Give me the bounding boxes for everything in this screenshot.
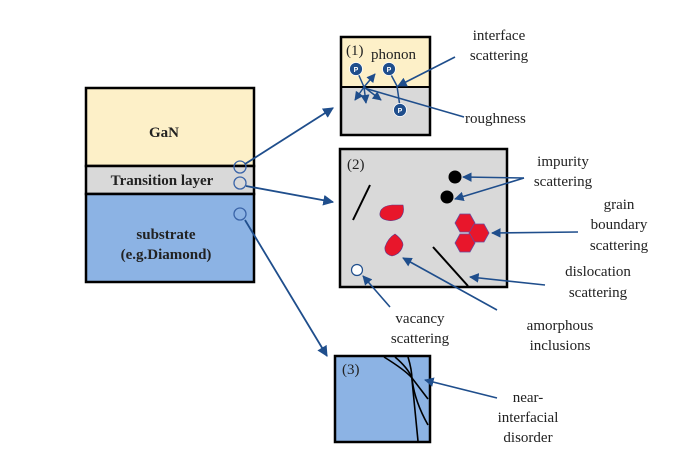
- roughness-label: roughness: [465, 111, 526, 127]
- phonon-letter: P: [354, 67, 359, 74]
- phonon-particle: P: [349, 62, 363, 76]
- transition-marker-circle: [233, 176, 247, 190]
- impurity-pointer: [454, 177, 525, 202]
- phonon-label: phonon: [371, 47, 417, 63]
- dislocation-line: [432, 246, 469, 287]
- arrow-to-panel-2: [245, 185, 335, 206]
- panel-2-number: (2): [347, 157, 365, 173]
- impurity-scattering-label: impurity: [537, 154, 589, 170]
- interface-marker-circle: [233, 160, 247, 174]
- vacancy-scattering-label: vacancy: [395, 311, 445, 327]
- grain-hexagon: [454, 233, 476, 253]
- panel-1-gan-region: [341, 37, 430, 87]
- panel-3-number: (3): [342, 362, 360, 378]
- zoom-arrows: [244, 107, 335, 357]
- phonon-particle: P: [393, 103, 407, 117]
- substrate-marker-circle: [233, 207, 247, 221]
- scatter-ray: [363, 73, 376, 88]
- panel-3-frame: [333, 354, 432, 444]
- substrate-label: substrate: [136, 227, 196, 243]
- panel-1-interface: (1) phonon P P P interface scattering: [339, 28, 529, 137]
- vacancy-scattering-label-2: scattering: [391, 331, 450, 347]
- arrow-to-panel-3: [244, 219, 328, 357]
- scatter-ray: [360, 86, 370, 104]
- roughness-pointer: [363, 87, 465, 118]
- impurity-scattering-label-2: scattering: [534, 174, 593, 190]
- grain-hexagon: [468, 223, 490, 243]
- layer-stack: GaN Transition layer substrate (e.g.Diam…: [84, 86, 256, 284]
- near-interfacial-disorder-pointer: [424, 377, 498, 399]
- gan-layer: [84, 86, 256, 168]
- arrow-to-panel-1: [244, 107, 334, 165]
- dislocation-scattering-label-2: scattering: [569, 285, 628, 301]
- substrate-layer: [84, 192, 256, 284]
- disorder-line: [407, 356, 419, 442]
- grain-cluster: [454, 213, 490, 253]
- grain-boundary-pointer: [491, 228, 579, 238]
- amorphous-inclusions-label: amorphous: [527, 318, 594, 334]
- dislocation-scattering-label: dislocation: [565, 264, 631, 280]
- interface-scattering-pointer: [397, 56, 456, 87]
- grain-boundary-label-3: scattering: [590, 238, 649, 254]
- panel-3-substrate: (3) near- interfacial disorder: [333, 354, 559, 446]
- scatter-ray: [354, 86, 365, 101]
- dislocation-line: [352, 184, 371, 221]
- near-interfacial-disorder-label-2: interfacial: [498, 410, 559, 426]
- impurity-atom: [448, 170, 462, 184]
- panel-1-number: (1): [346, 43, 364, 59]
- phonon-letter: P: [387, 67, 392, 74]
- panel-2-frame: [338, 147, 509, 289]
- vacancy-site: [350, 263, 364, 277]
- transition-label: Transition layer: [111, 173, 214, 189]
- amorphous-inclusions-label-2: inclusions: [530, 338, 591, 354]
- gan-label: GaN: [149, 125, 179, 141]
- vacancy-pointer: [362, 275, 391, 308]
- dislocation-pointer: [469, 273, 546, 286]
- near-interfacial-disorder-label: near-: [513, 390, 544, 406]
- substrate-example-label: (e.g.Diamond): [121, 247, 212, 263]
- impurity-pointer: [462, 172, 525, 182]
- near-interfacial-disorder-label-3: disorder: [503, 430, 552, 446]
- interface-scattering-label-2: scattering: [470, 48, 529, 64]
- interface-scattering-label: interface: [473, 28, 526, 44]
- panel-2-defects: (2) impurity scattering grain boundary s…: [338, 147, 649, 354]
- grain-boundary-label: grain: [604, 197, 635, 213]
- phonon-letter: P: [398, 108, 403, 115]
- amorphous-inclusion: [384, 233, 404, 257]
- amorphous-pointer: [402, 257, 498, 311]
- grain-boundary-label-2: boundary: [591, 217, 648, 233]
- amorphous-inclusion: [379, 204, 404, 221]
- phonon-particle: P: [382, 62, 396, 76]
- impurity-atom: [440, 190, 454, 204]
